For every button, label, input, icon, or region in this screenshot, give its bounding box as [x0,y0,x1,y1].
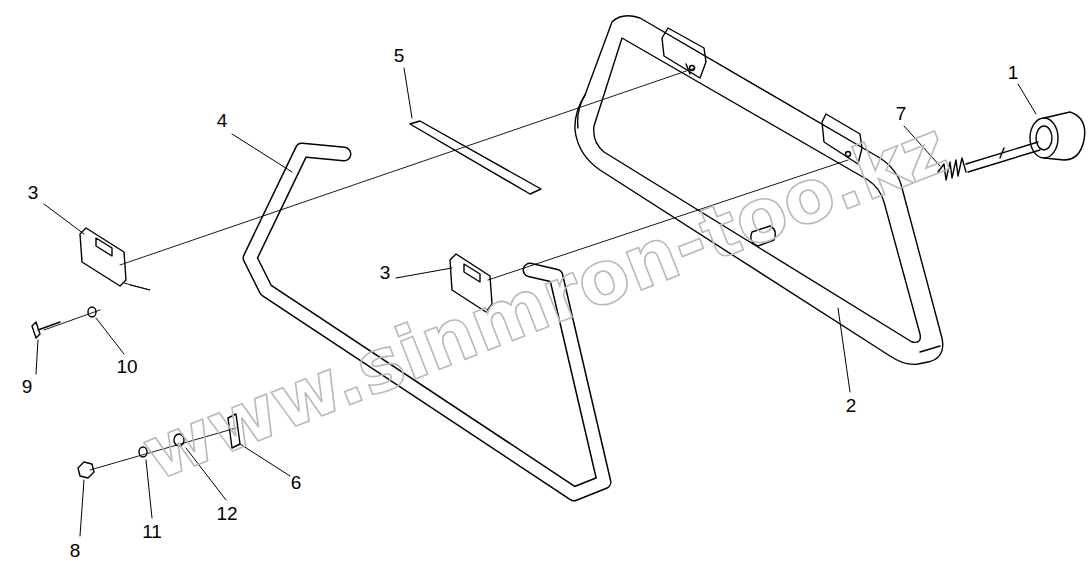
frame-bracket [662,28,706,78]
callout-number: 8 [70,541,81,560]
cap-hole [1036,126,1052,150]
strip [410,121,541,194]
callout-number: 2 [846,396,857,415]
callout-number: 12 [216,504,237,523]
screw [32,322,60,338]
callout-number: 9 [22,377,33,396]
callout-number: 10 [116,357,137,376]
callout-number: 5 [394,46,405,65]
leader-line [36,68,1036,536]
callout-number: 11 [142,522,162,541]
callout-number: 6 [291,473,302,492]
callout-number: 1 [1008,63,1019,82]
callout-number: 3 [28,183,39,202]
callout-number: 4 [217,111,228,130]
watermark: www.sinmron-too.kz [133,109,956,492]
washer [88,307,96,317]
rod [966,142,1040,172]
nut [78,462,94,478]
hinge [80,228,126,286]
cap-face [1030,118,1058,158]
cap-body [1044,112,1085,160]
callout-number: 3 [380,263,391,282]
